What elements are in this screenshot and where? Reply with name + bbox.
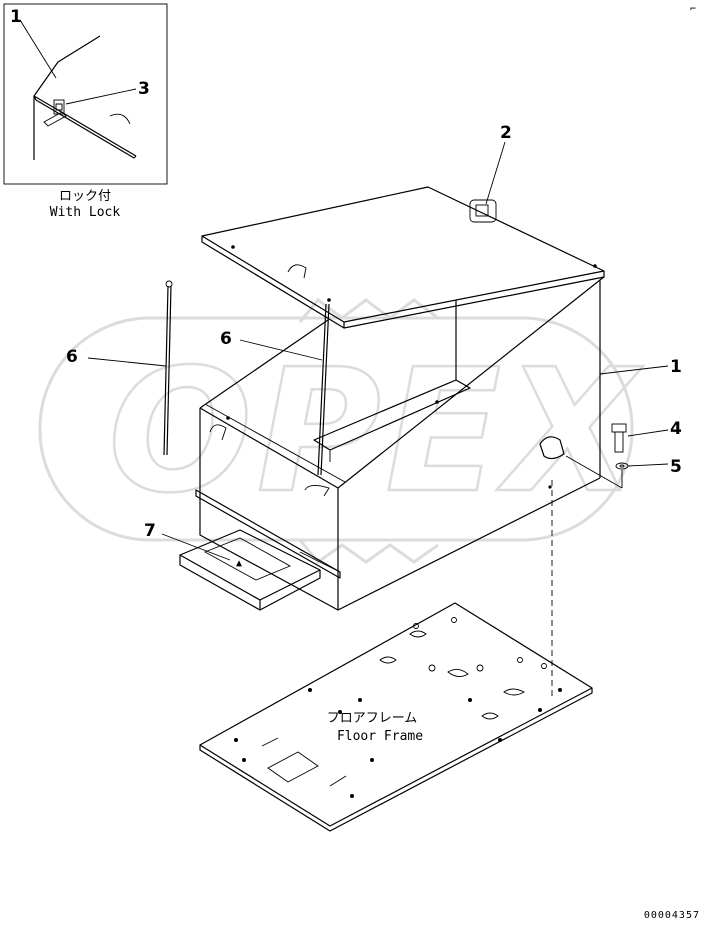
callout-5: 5 — [670, 457, 682, 477]
callout-2: 2 — [500, 123, 512, 143]
watermark-text: OPEX — [108, 333, 644, 531]
inset-callout-3: 3 — [138, 79, 150, 99]
corner-mark: ⌐ — [690, 4, 697, 15]
inset-caption-jp: ロック付 — [59, 189, 111, 204]
floor-frame: フロアフレーム Floor Frame — [199, 602, 593, 832]
watermark: OPEX — [38, 297, 644, 565]
callout-7: 7 — [144, 521, 156, 541]
floor-label-jp: フロアフレーム — [327, 711, 418, 726]
callout-6-left: 6 — [66, 347, 78, 367]
floor-label-en: Floor Frame — [337, 729, 423, 744]
bolt-leader — [565, 455, 623, 489]
inset-callout-1: 1 — [10, 7, 22, 27]
callout-1: 1 — [670, 357, 682, 377]
inset-with-lock: 1 3 ロック付 With Lock — [3, 3, 168, 220]
step-mark-icon: ▲ — [236, 558, 243, 569]
drawing-number: 00004357 — [644, 910, 700, 921]
callout-6-mid: 6 — [220, 329, 232, 349]
callout-4: 4 — [670, 419, 682, 439]
tool-box — [163, 186, 605, 611]
inset-caption-en: With Lock — [50, 205, 121, 220]
step-part: ▲ — [179, 529, 341, 611]
callouts: 2 1 4 5 6 6 7 — [66, 123, 682, 561]
